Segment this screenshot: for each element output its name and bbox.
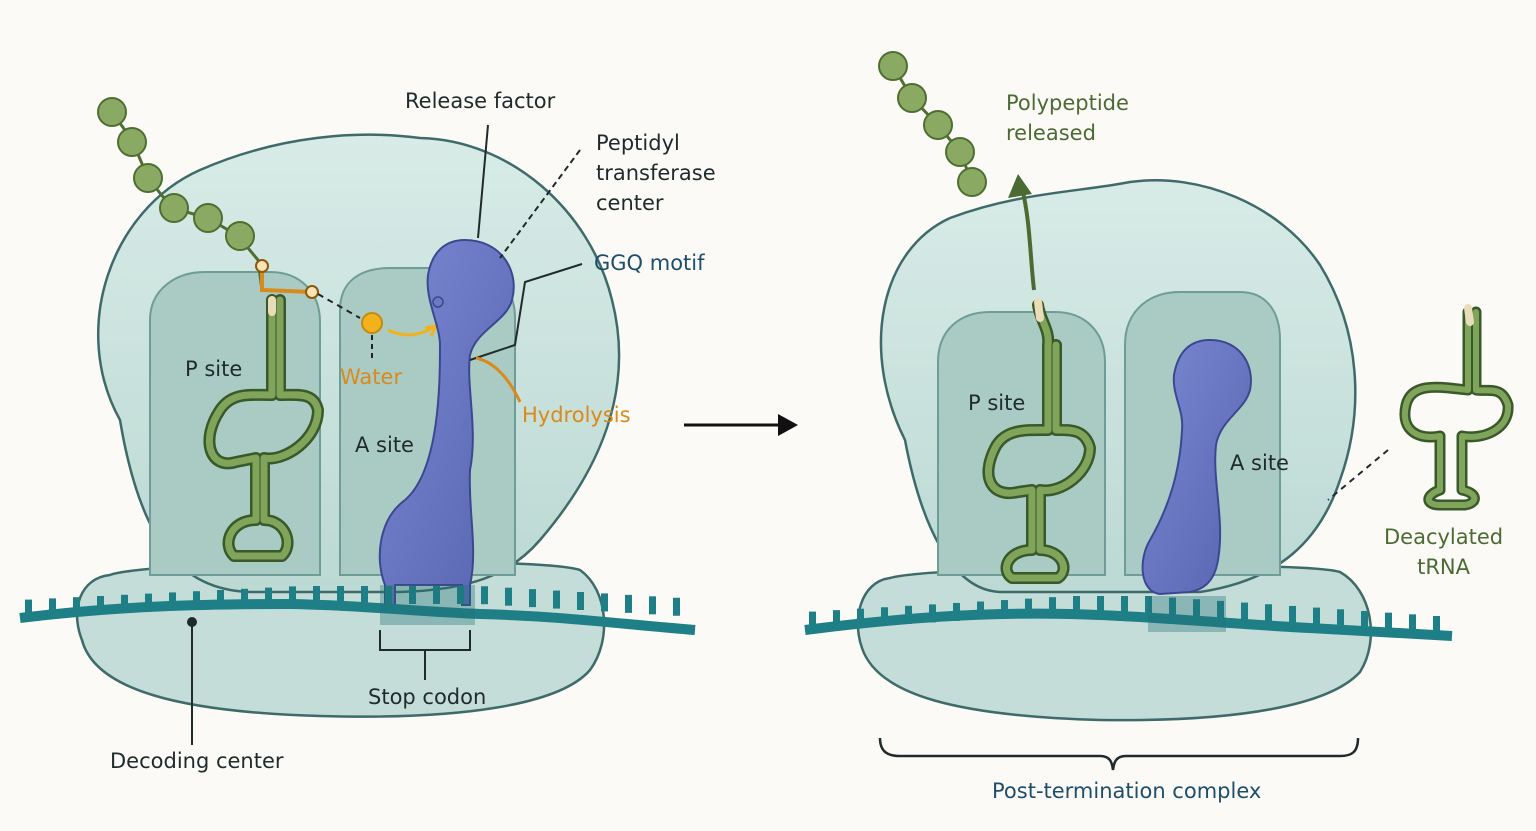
label-water: Water bbox=[340, 365, 403, 389]
nucleotide-tick bbox=[1241, 602, 1248, 621]
nucleotide-tick bbox=[457, 586, 464, 604]
label-peptidyl-transferase-center: Peptidyl transferase center bbox=[596, 131, 716, 215]
nucleotide-tick bbox=[1409, 614, 1416, 633]
nucleotide-tick bbox=[97, 596, 104, 614]
nucleotide-tick bbox=[857, 608, 864, 627]
label-ggq-motif: GGQ motif bbox=[594, 251, 705, 275]
nucleotide-tick bbox=[881, 607, 888, 626]
label-hydrolysis: Hydrolysis bbox=[522, 403, 631, 427]
nucleotide-tick bbox=[1217, 600, 1224, 619]
label-left-p-site: P site bbox=[185, 357, 243, 381]
nucleotide-tick bbox=[169, 592, 176, 611]
stop-codon-box bbox=[380, 585, 475, 625]
nucleotide-tick bbox=[905, 605, 912, 624]
nucleotide-tick bbox=[385, 586, 392, 604]
nucleotide-tick bbox=[553, 590, 560, 609]
nucleotide-tick bbox=[313, 586, 320, 604]
nucleotide-tick bbox=[601, 593, 608, 612]
transition-arrow bbox=[684, 414, 798, 436]
nucleotide-tick bbox=[505, 587, 512, 606]
left-p-site-trna bbox=[203, 294, 324, 562]
right-a-site-codon-box bbox=[1148, 596, 1226, 632]
nucleotide-tick bbox=[1193, 599, 1200, 618]
release-factor bbox=[378, 238, 515, 606]
nucleotide-tick bbox=[577, 592, 584, 610]
nucleotide-tick bbox=[1361, 610, 1368, 629]
release-arrow bbox=[1008, 174, 1036, 291]
nucleotide-tick bbox=[361, 586, 368, 604]
nucleotide-tick bbox=[1001, 600, 1008, 619]
nucleotide-tick bbox=[809, 611, 816, 630]
nucleotide-tick bbox=[241, 588, 248, 607]
left-polypeptide-chain bbox=[97, 97, 264, 291]
post-termination-bracket bbox=[878, 737, 1360, 771]
right-p-site-trna bbox=[982, 298, 1096, 584]
nucleotide-tick bbox=[929, 604, 936, 623]
nucleotide-tick bbox=[265, 587, 272, 606]
hydrolysis-curve bbox=[475, 356, 522, 403]
nucleotide-tick bbox=[409, 586, 416, 604]
nucleotide-tick bbox=[49, 598, 56, 617]
nucleotide-tick bbox=[1025, 598, 1032, 617]
nucleotide-tick bbox=[649, 596, 656, 615]
nucleotide-tick bbox=[1265, 604, 1272, 623]
nucleotide-tick bbox=[1121, 596, 1128, 614]
released-polypeptide bbox=[878, 51, 987, 197]
nucleotide-tick bbox=[73, 597, 80, 616]
right-p-site-pocket bbox=[937, 311, 1106, 576]
nucleotide-tick bbox=[25, 599, 32, 618]
nucleotide-tick bbox=[1385, 612, 1392, 631]
right-mrna bbox=[804, 608, 1453, 641]
nucleotide-tick bbox=[1145, 596, 1152, 614]
nucleotide-tick bbox=[1049, 597, 1056, 616]
label-polypeptide-released: Polypeptide released bbox=[1006, 91, 1129, 145]
label-stop-codon: Stop codon bbox=[368, 685, 487, 709]
label-deacylated-trna: Deacylated tRNA bbox=[1384, 525, 1504, 579]
nucleotide-tick bbox=[145, 593, 152, 612]
nucleotide-tick bbox=[1097, 596, 1104, 614]
nucleotide-tick bbox=[337, 586, 344, 604]
nucleotide-tick bbox=[977, 601, 984, 620]
nucleotide-tick bbox=[673, 597, 680, 616]
label-right-p-site: P site bbox=[968, 391, 1026, 415]
nucleotide-tick bbox=[193, 591, 200, 610]
nucleotide-tick bbox=[481, 586, 488, 605]
nucleotide-tick bbox=[1313, 607, 1320, 626]
deacylated-trna-leader bbox=[1327, 449, 1389, 501]
nucleotide-tick bbox=[1433, 616, 1440, 635]
nucleotide-tick bbox=[217, 590, 224, 608]
nucleotide-tick bbox=[625, 594, 632, 613]
label-release-factor: Release factor bbox=[405, 89, 556, 113]
nucleotide-tick bbox=[1169, 597, 1176, 616]
left-leader-lines bbox=[187, 124, 583, 745]
nucleotide-tick bbox=[289, 586, 296, 605]
label-post-termination-complex: Post-termination complex bbox=[992, 779, 1262, 803]
nucleotide-tick bbox=[1073, 596, 1080, 614]
right-ribosome bbox=[804, 51, 1453, 722]
label-decoding-center: Decoding center bbox=[110, 749, 284, 773]
water-molecule bbox=[317, 293, 438, 362]
nucleotide-tick bbox=[121, 594, 128, 613]
deacylated-trna bbox=[1399, 304, 1514, 511]
left-ribosome bbox=[19, 97, 696, 718]
ester-bond bbox=[255, 259, 319, 299]
label-left-a-site: A site bbox=[355, 433, 414, 457]
left-mrna-nucleotides bbox=[25, 586, 680, 618]
right-mrna-nucleotides bbox=[809, 596, 1440, 635]
right-release-factor bbox=[1141, 338, 1252, 596]
nucleotide-tick bbox=[529, 589, 536, 608]
nucleotide-tick bbox=[1337, 609, 1344, 628]
nucleotide-tick bbox=[433, 586, 440, 604]
nucleotide-tick bbox=[953, 602, 960, 621]
nucleotide-tick bbox=[1289, 605, 1296, 624]
label-right-a-site: A site bbox=[1230, 451, 1289, 475]
nucleotide-tick bbox=[833, 610, 840, 629]
